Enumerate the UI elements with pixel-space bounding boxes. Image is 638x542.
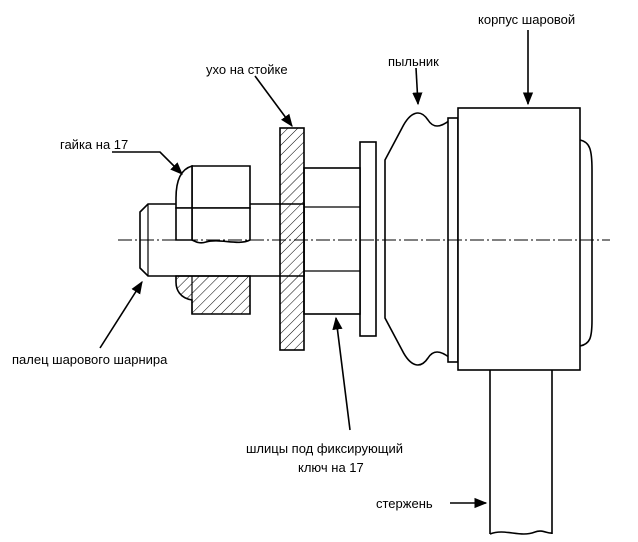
flange: [359, 141, 377, 337]
label-splines-line1: шлицы под фиксирующий: [246, 441, 403, 456]
label-boot: пыльник: [388, 54, 439, 69]
label-rod: стержень: [376, 496, 433, 511]
label-ear: ухо на стойке: [206, 62, 288, 77]
leader-arrows: [99, 30, 534, 509]
ear-on-strut: [279, 127, 305, 351]
boot-arrow: [412, 67, 423, 106]
label-nut: гайка на 17: [60, 137, 128, 152]
label-pin: палец шарового шарнира: [12, 352, 168, 367]
label-splines-line2: ключ на 17: [298, 460, 364, 475]
splines-arrow: [332, 316, 351, 431]
label-housing: корпус шаровой: [478, 12, 575, 27]
pin-arrow: [99, 280, 143, 349]
ball-housing: [447, 107, 593, 371]
nut-arrow: [112, 151, 183, 175]
splines-section: [303, 167, 361, 315]
rod: [489, 368, 553, 535]
ear-arrow: [254, 75, 293, 128]
nut: [175, 164, 251, 315]
boot: [384, 112, 451, 366]
